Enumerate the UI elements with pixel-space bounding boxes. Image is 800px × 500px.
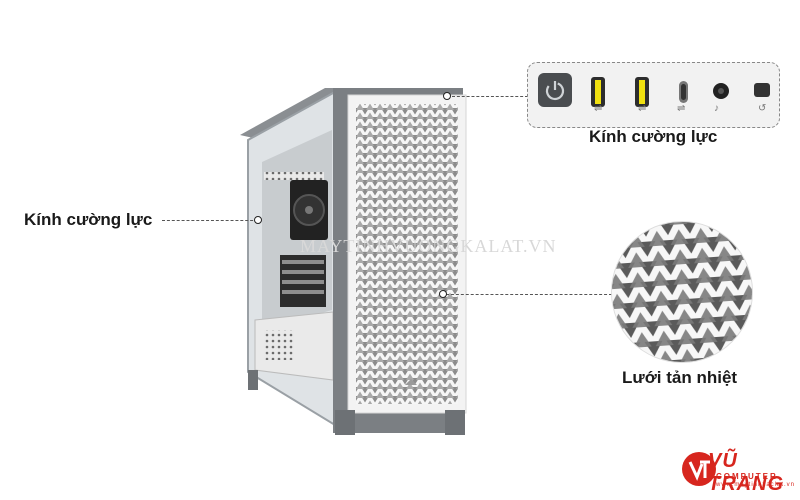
brand-logo: VŨ TRANG COMPUTER www.maytinhxaclat.vn bbox=[682, 448, 796, 495]
side-glass-label: Kính cường lực bbox=[24, 210, 153, 229]
pc-case-image bbox=[240, 88, 467, 435]
callout-dot-io bbox=[443, 92, 451, 100]
usb-a-icon: ⇌ bbox=[638, 103, 647, 114]
watermark-text: MAYTINHVUONGKALAT.VN bbox=[300, 236, 557, 256]
reset-icon bbox=[754, 83, 770, 97]
logo-url: www.maytinhxaclat.vn bbox=[716, 482, 796, 488]
reset-icon: ↺ bbox=[758, 103, 767, 114]
callout-dot-glass bbox=[254, 216, 262, 224]
io-panel-callout: ⇌ ⇌ ⇌ ♪ ↺ bbox=[527, 62, 780, 128]
mesh-label: Lưới tản nhiệt bbox=[622, 368, 738, 387]
io-panel-label: Kính cường lực bbox=[589, 127, 718, 146]
mesh-zoom-image bbox=[612, 222, 752, 362]
power-icon bbox=[538, 73, 572, 107]
logo-mark-icon bbox=[682, 452, 716, 486]
usb-a-icon bbox=[635, 77, 649, 107]
usb-a-icon: ⇌ bbox=[594, 103, 603, 114]
usb-c-icon bbox=[679, 81, 688, 103]
usb-c-icon: ⇌ bbox=[677, 103, 686, 114]
usb-a-icon bbox=[591, 77, 605, 107]
audio-jack-icon: ♪ bbox=[714, 103, 719, 114]
logo-subtitle: COMPUTER bbox=[716, 472, 778, 481]
logo-name: VŨ TRANG bbox=[708, 450, 785, 495]
callout-dot-mesh bbox=[439, 290, 447, 298]
audio-jack-icon bbox=[713, 83, 729, 99]
